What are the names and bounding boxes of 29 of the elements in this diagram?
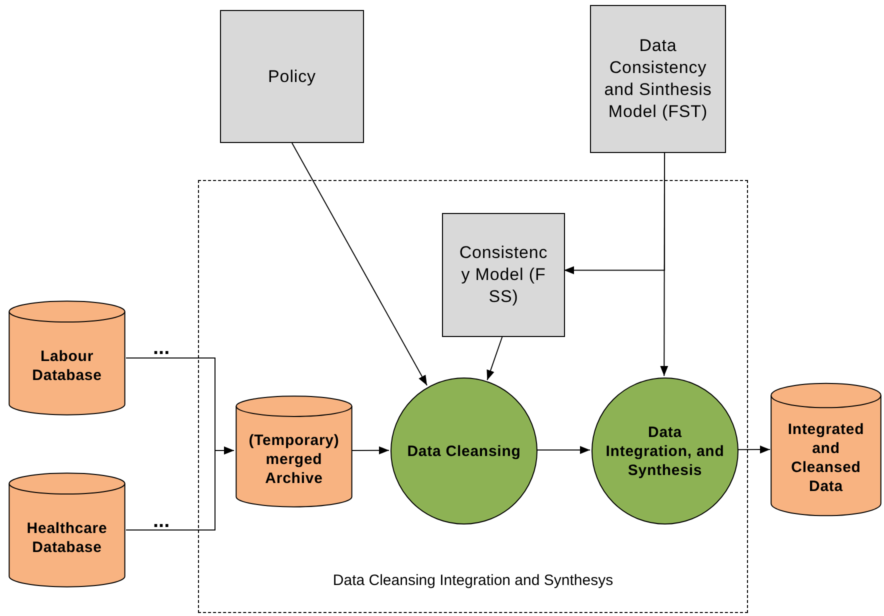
ellipsis-label: ... <box>153 338 170 358</box>
node-label: Labour Database <box>31 347 103 385</box>
process-circle <box>390 377 538 525</box>
database-cylinder <box>8 300 126 416</box>
node-label: Healthcare Database <box>26 519 108 557</box>
arrow <box>126 446 234 530</box>
database-cylinder <box>8 472 126 588</box>
node-label: Data Integration, and Synthesis <box>604 422 726 480</box>
node-label: Data Cleansing <box>406 442 522 460</box>
arrow <box>738 446 770 454</box>
process-circle <box>591 377 739 525</box>
node-label: Consistenc y Model (FSS) <box>458 242 549 308</box>
arrow <box>536 446 590 454</box>
process-box <box>590 5 726 153</box>
database-cylinder <box>770 382 882 517</box>
node-label: Data Cleansing Integration and Synthesys <box>332 570 614 590</box>
process-box <box>220 10 364 143</box>
dashed-boundary <box>198 180 748 613</box>
ellipsis-label: ... <box>153 511 170 531</box>
arrow <box>352 446 390 454</box>
arrow <box>486 336 503 381</box>
arrow <box>292 142 428 386</box>
node-label: Policy <box>268 66 316 88</box>
node-label: Data Consistency and Sinthesis Model (FST) <box>603 35 713 123</box>
node-label: (Temporary) merged Archive <box>248 431 340 488</box>
process-box <box>442 213 565 337</box>
database-cylinder <box>235 395 353 508</box>
node-label: Integrated and Cleansed Data <box>786 420 866 496</box>
arrow <box>660 152 668 376</box>
